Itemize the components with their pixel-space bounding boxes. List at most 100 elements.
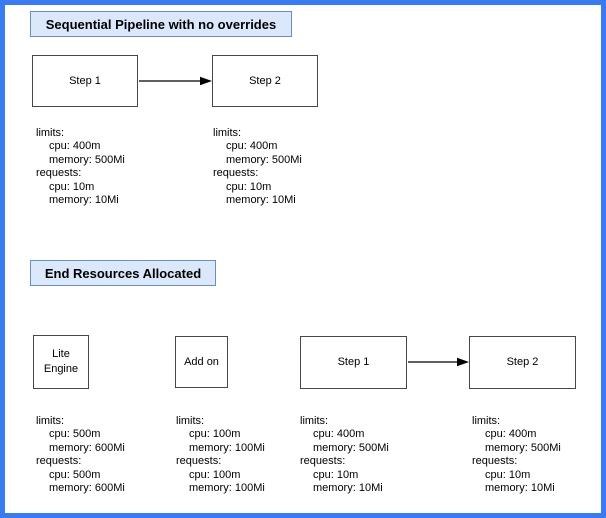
limits-memory: memory: 500Mi: [472, 442, 561, 455]
cpu-label: cpu:: [49, 180, 70, 193]
resources-step2-end: limits: cpu: 400m memory: 500Mi requests…: [472, 415, 561, 495]
node-step2-end: Step 2: [469, 336, 576, 389]
requests-label: requests:: [300, 455, 346, 468]
resources-lite-engine: limits: cpu: 500m memory: 600Mi requests…: [36, 415, 125, 495]
requests-cpu: cpu: 10m: [213, 181, 302, 194]
cpu-value: 400m: [72, 140, 101, 153]
cpu-value: 10m: [72, 180, 95, 193]
arrow-step1-to-step2: [139, 76, 212, 86]
arrow-step1-end-to-step2-end: [408, 357, 469, 367]
cpu-label: cpu:: [49, 140, 70, 153]
memory-value: 10Mi: [271, 194, 296, 207]
requests-label: requests:: [36, 167, 82, 180]
requests-memory: memory: 10Mi: [36, 194, 125, 207]
requests-memory: memory: 100Mi: [176, 482, 265, 495]
requests-label: requests:: [213, 167, 259, 180]
cpu-label: cpu:: [226, 180, 247, 193]
limits-label: limits:: [213, 127, 242, 139]
memory-value: 500Mi: [271, 153, 302, 166]
cpu-value: 10m: [336, 468, 359, 481]
node-lite-engine: Lite Engine: [33, 335, 89, 389]
memory-value: 500Mi: [530, 441, 561, 454]
cpu-value: 500m: [72, 428, 101, 441]
limits-cpu: cpu: 500m: [36, 428, 125, 441]
memory-label: memory:: [485, 441, 528, 454]
limits-memory: memory: 500Mi: [213, 154, 302, 167]
cpu-label: cpu:: [189, 468, 210, 481]
memory-value: 10Mi: [94, 194, 119, 207]
limits-label: limits:: [472, 415, 501, 427]
requests-memory: memory: 10Mi: [213, 194, 302, 207]
cpu-label: cpu:: [485, 428, 506, 441]
cpu-label: cpu:: [485, 468, 506, 481]
limits-label: limits:: [36, 415, 65, 427]
limits-memory: memory: 500Mi: [300, 442, 389, 455]
memory-value: 500Mi: [94, 153, 125, 166]
requests-label: requests:: [176, 455, 222, 468]
memory-value: 10Mi: [358, 482, 383, 495]
limits-label: limits:: [300, 415, 329, 427]
resources-step2: limits: cpu: 400m memory: 500Mi requests…: [213, 127, 302, 207]
memory-label: memory:: [49, 441, 92, 454]
node-add-on: Add on: [175, 336, 228, 388]
cpu-label: cpu:: [313, 468, 334, 481]
limits-memory: memory: 600Mi: [36, 442, 125, 455]
cpu-label: cpu:: [49, 468, 70, 481]
resources-add-on: limits: cpu: 100m memory: 100Mi requests…: [176, 415, 265, 495]
memory-value: 100Mi: [234, 441, 265, 454]
cpu-value: 400m: [249, 140, 278, 153]
cpu-label: cpu:: [226, 140, 247, 153]
requests-label: requests:: [36, 455, 82, 468]
requests-memory: memory: 10Mi: [300, 482, 389, 495]
cpu-value: 100m: [212, 428, 241, 441]
requests-label: requests:: [472, 455, 518, 468]
memory-label: memory:: [313, 482, 356, 495]
resources-step1: limits: cpu: 400m memory: 500Mi requests…: [36, 127, 125, 207]
memory-label: memory:: [189, 482, 232, 495]
memory-value: 100Mi: [234, 482, 265, 495]
memory-label: memory:: [49, 194, 92, 207]
requests-cpu: cpu: 10m: [472, 469, 561, 482]
memory-value: 600Mi: [94, 441, 125, 454]
section-title-sequential-pipeline: Sequential Pipeline with no overrides: [30, 11, 292, 37]
requests-cpu: cpu: 10m: [36, 181, 125, 194]
cpu-value: 400m: [336, 428, 365, 441]
limits-label: limits:: [176, 415, 205, 427]
cpu-label: cpu:: [313, 428, 334, 441]
requests-memory: memory: 10Mi: [472, 482, 561, 495]
memory-label: memory:: [485, 482, 528, 495]
memory-label: memory:: [49, 153, 92, 166]
requests-cpu: cpu: 500m: [36, 469, 125, 482]
limits-cpu: cpu: 400m: [36, 140, 125, 153]
memory-label: memory:: [49, 482, 92, 495]
cpu-value: 400m: [508, 428, 537, 441]
cpu-value: 100m: [212, 468, 241, 481]
limits-label: limits:: [36, 127, 65, 139]
cpu-value: 500m: [72, 468, 101, 481]
memory-label: memory:: [189, 441, 232, 454]
memory-value: 500Mi: [358, 441, 389, 454]
node-step1: Step 1: [32, 55, 138, 107]
cpu-value: 10m: [508, 468, 531, 481]
limits-cpu: cpu: 400m: [213, 140, 302, 153]
memory-label: memory:: [313, 441, 356, 454]
node-step1-end: Step 1: [300, 336, 407, 389]
memory-value: 600Mi: [94, 482, 125, 495]
requests-memory: memory: 600Mi: [36, 482, 125, 495]
cpu-value: 10m: [249, 180, 272, 193]
limits-memory: memory: 100Mi: [176, 442, 265, 455]
limits-memory: memory: 500Mi: [36, 154, 125, 167]
node-step2: Step 2: [212, 55, 318, 107]
cpu-label: cpu:: [189, 428, 210, 441]
requests-cpu: cpu: 10m: [300, 469, 389, 482]
limits-cpu: cpu: 100m: [176, 428, 265, 441]
memory-label: memory:: [226, 153, 269, 166]
resources-step1-end: limits: cpu: 400m memory: 500Mi requests…: [300, 415, 389, 495]
cpu-label: cpu:: [49, 428, 70, 441]
memory-label: memory:: [226, 194, 269, 207]
limits-cpu: cpu: 400m: [472, 428, 561, 441]
requests-cpu: cpu: 100m: [176, 469, 265, 482]
memory-value: 10Mi: [530, 482, 555, 495]
section-title-end-resources: End Resources Allocated: [30, 260, 216, 286]
limits-cpu: cpu: 400m: [300, 428, 389, 441]
